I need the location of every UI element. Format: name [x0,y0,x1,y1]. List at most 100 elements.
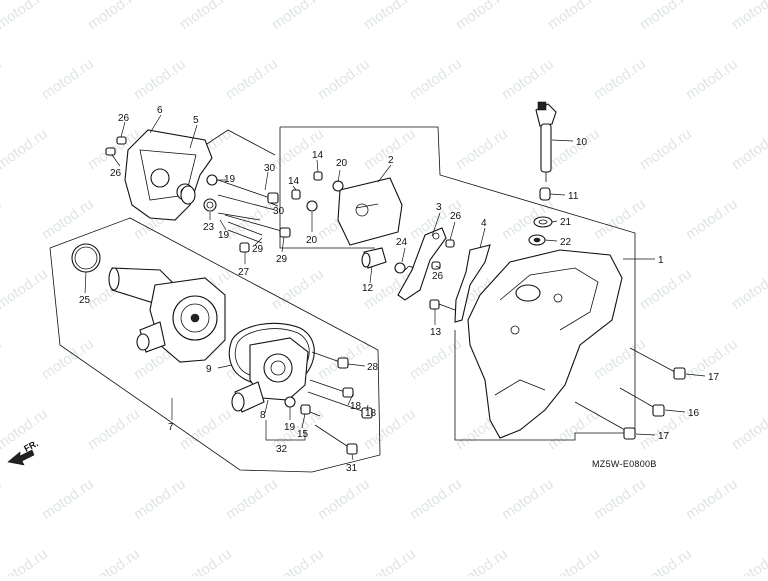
watermark-text: motod.ru [453,125,511,173]
watermark-text: motod.ru [0,195,5,243]
watermark-text: motod.ru [545,0,603,33]
fasteners-11-21-22 [528,187,553,246]
callout-19b: 19 [218,230,230,241]
callout-labels: 1 2 3 4 5 6 7 8 9 10 11 12 13 14 14 15 1… [79,105,720,474]
callout-3: 3 [436,202,442,213]
watermark-text: motod.ru [545,545,603,576]
callout-24: 24 [396,237,408,248]
callout-12: 12 [362,283,374,294]
callout-21: 21 [560,217,572,228]
callout-2: 2 [388,155,394,166]
callout-18: 18 [350,401,362,412]
callout-29b: 29 [276,254,288,265]
callout-10: 10 [576,137,588,148]
watermark-text: motod.ru [39,475,97,523]
watermark-text: motod.ru [0,55,5,103]
callout-26c: 26 [450,211,462,222]
watermark-text: motod.ru [683,475,741,523]
cover-bolts-16-17 [574,347,686,440]
watermark-text: motod.ru [637,545,695,576]
callout-32: 32 [276,444,288,455]
callout-4: 4 [481,218,487,229]
callout-17: 17 [708,372,720,383]
diagram-code: MZ5W-E0800B [592,459,657,469]
watermark-text: motod.ru [729,545,768,576]
callout-25: 25 [79,295,91,306]
callout-28: 28 [367,362,379,373]
watermark-text: motod.ru [729,265,768,313]
watermark-text: motod.ru [545,125,603,173]
watermark-text: motod.ru [131,475,189,523]
callout-17b: 17 [658,431,670,442]
watermark-text: motod.ru [269,545,327,576]
callout-14b: 14 [288,176,300,187]
watermark-text: motod.ru [407,475,465,523]
watermark-text: motod.ru [85,545,143,576]
pump-bolts [284,351,373,455]
callout-13: 13 [430,327,442,338]
bracket-4 [454,244,491,323]
filter-plate-2 [291,171,403,246]
watermark-text: motod.ru [591,195,649,243]
watermark-text: motod.ru [637,265,695,313]
callout-8: 8 [260,410,266,421]
callout-11: 11 [568,191,579,202]
front-arrow-icon [7,449,35,466]
callout-18b: 18 [365,408,377,419]
callout-20: 20 [336,158,348,169]
callout-15: 15 [297,429,309,440]
watermark-text: motod.ru [315,475,373,523]
callout-27: 27 [238,267,250,278]
callout-30: 30 [264,163,276,174]
callout-5: 5 [193,115,199,126]
watermark-text: motod.ru [637,405,695,453]
callout-30b: 30 [273,206,285,217]
watermark-text: motod.ru [361,0,419,33]
sensor-10 [535,101,557,182]
watermark-text: motod.ru [407,335,465,383]
thermostat-housing [124,129,213,221]
leader-lines [84,114,706,461]
watermark-text: motod.ru [729,0,768,33]
bolt-13 [429,299,456,311]
watermark-text: motod.ru [637,125,695,173]
watermark-text: motod.ru [499,475,557,523]
watermark-text: motod.ru [591,55,649,103]
watermark-text: motod.ru [131,55,189,103]
watermark-text: motod.ru [361,125,419,173]
watermark-text: motod.ru [683,55,741,103]
callout-19: 19 [224,174,236,185]
callout-7: 7 [168,422,174,433]
callout-20b: 20 [306,235,318,246]
watermark-text: motod.ru [591,335,649,383]
watermark-text: motod.ru [39,55,97,103]
callout-29: 29 [252,244,264,255]
watermark-text: motod.ru [177,0,235,33]
watermark-text: motod.ru [453,0,511,33]
watermark-text: motod.ru [407,55,465,103]
callout-14: 14 [312,150,324,161]
watermark-text: motod.ru [591,475,649,523]
watermark-text: motod.ru [683,195,741,243]
watermark-text: motod.ru [269,0,327,33]
pump-cover-8 [231,337,309,413]
water-pump-body [108,267,226,363]
watermark-text: motod.ru [637,0,695,33]
watermark-text: motod.ru [0,0,51,33]
side-cover-1 [467,249,623,439]
callout-31: 31 [346,463,358,474]
watermark-text: motod.ru [223,475,281,523]
watermark-text: motod.ru [729,125,768,173]
callout-16: 16 [688,408,700,419]
watermark-text: motod.ru [729,405,768,453]
watermark-text: motod.ru [0,265,51,313]
watermark-text: motod.ru [0,335,5,383]
callout-1: 1 [658,255,664,266]
watermark-text: motod.ru [499,55,557,103]
callout-6: 6 [157,105,163,116]
front-label: FR. [22,438,39,454]
callout-19c: 19 [284,422,296,433]
watermark-text: motod.ru [453,545,511,576]
